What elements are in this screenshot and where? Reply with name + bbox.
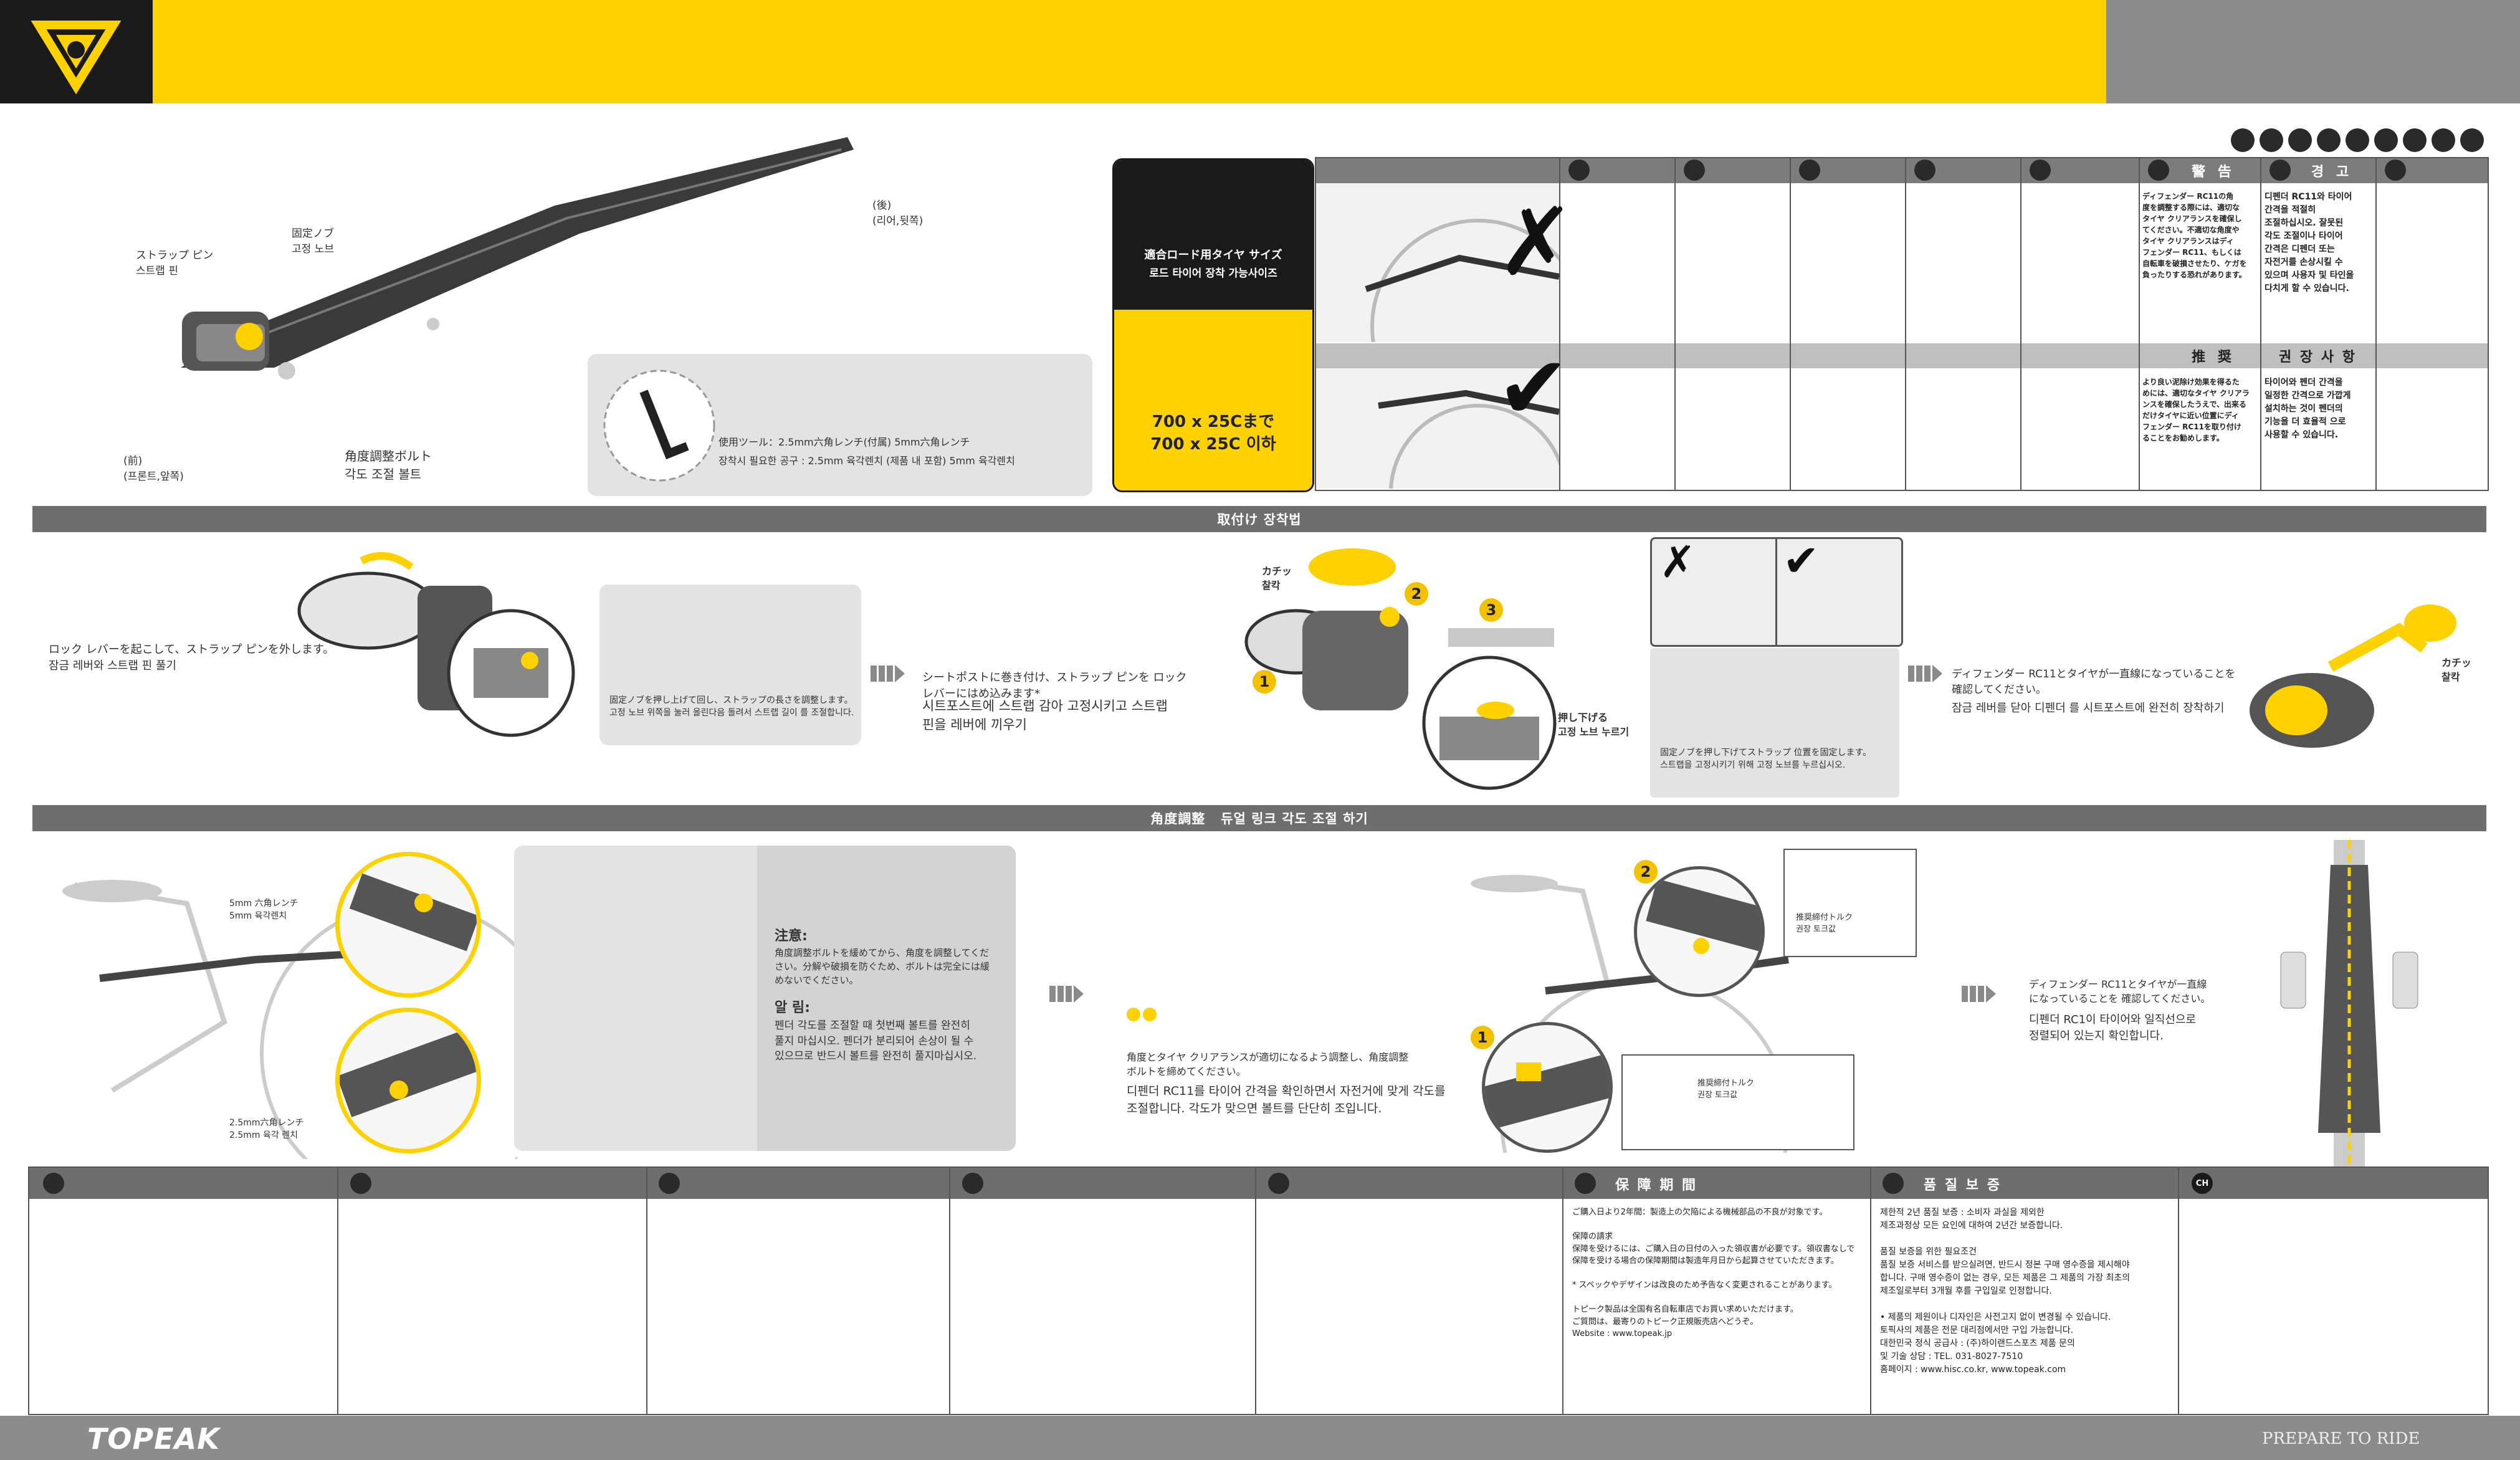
strap-adjust-text: 固定ノブを押し上げて回し、ストラップの長さを調整します。 고정 노브 위쪽을 눌… [609, 695, 854, 718]
next-arrow-3-icon [1049, 985, 1084, 1003]
step-1-badge: 1 [1253, 670, 1276, 694]
footer-tagline: PREPARE TO RIDE [2262, 1429, 2420, 1448]
rec-kr-body: 타이어와 펜더 간격을 일정한 간격으로 가깝게 설치하는 것이 펜더의 기능을… [2265, 378, 2351, 440]
click-label-2: カチッ 찰칵 [2441, 657, 2472, 684]
install-step2-kr: 시트포스트에 스트랩 감아 고정시키고 스트랩 핀을 레버에 끼우기 [922, 699, 1168, 733]
note-jp: 角度調整ボルトを緩めてから、角度を調整してくだ さい。分解や破損を防ぐため、ボル… [775, 947, 990, 986]
zoom-circle-top [335, 852, 481, 998]
angle-band-jp: 角度調整 [1150, 811, 1206, 826]
knob-lock-box: 固定ノブを押し下げてストラップ 位置を固定します。 스트랩을 고정시키기 위해 … [1650, 648, 1899, 798]
tool-box: 使用ツール：2.5mm六角レンチ(付属) 5mm六角レンチ 장착시 필요한 공구… [588, 354, 1092, 496]
strap-adjust-box: 固定ノブを押し上げて回し、ストラップの長さを調整します。 고정 노브 위쪽을 눌… [599, 584, 861, 745]
strap-mount-illustration [1244, 548, 1408, 710]
label-strap-pin: ストラップ ピン 스트랩 핀 [136, 249, 214, 277]
adjust-kr: 디펜더 RC11를 타이어 간격을 확인하면서 자전거에 맞게 각도를 조절합니… [1127, 1084, 1446, 1115]
knob-lock-text: 固定ノブを押し下げてストラップ 位置を固定します。 스트랩을 고정시키기 위해 … [1660, 748, 1872, 771]
footer-logo: TOPEAK [87, 1422, 220, 1456]
angle-step-1-badge: 1 [1471, 1026, 1494, 1049]
rec-jp-body: より良い泥除け効果を得るた めには、適切なタイヤ クリアラ ンスを確保したうえで… [2142, 378, 2250, 442]
next-arrow-2-icon [1908, 665, 1942, 682]
top-view-illustration [2280, 840, 2418, 1170]
topeak-logo-icon [31, 21, 122, 95]
header-yellow-bar [153, 0, 2106, 103]
step-3-badge: 3 [1479, 598, 1503, 622]
label-front: (前) (프론트,앞쪽) [123, 455, 184, 483]
warranty-kr-text: 제한적 2년 품질 보증 : 소비자 과실을 제외한 제조과정상 모든 요인에 … [1880, 1208, 2131, 1375]
footer-table: CH 保 障 期 間 품 질 보 증 ご購入日より2年間：製造上の欠陥による機械… [28, 1167, 2489, 1415]
tire-title-kr: 로드 타이어 장착 가능사이즈 [1149, 267, 1277, 280]
correct-mark-icon: ✔ [1497, 338, 1570, 439]
warn-kr-body: 디펜더 RC11와 타이어 간격을 적절히 조절하십시오. 잘못된 각도 조절이… [2265, 192, 2354, 293]
label-rear: (後) (리어,뒷쪽) [872, 199, 924, 227]
tool-text-kr: 장착시 필요한 공구 : 2.5mm 육각렌치 (제품 내 포함) 5mm 육각… [718, 455, 1015, 467]
bike-correct-illustration [1316, 368, 1559, 489]
bike-wrong-illustration [1316, 183, 1559, 342]
warn-jp-body: ディフェンダー RC11の角 度を調整する際には、適切な タイヤ クリアランスを… [2142, 192, 2247, 279]
step-2-badge: 2 [1405, 582, 1428, 606]
note-title-kr: 알 림: [775, 1000, 810, 1016]
zoom-circle-2 [1634, 866, 1765, 997]
knob-compare-panel: ✗ ✔ [1650, 537, 1903, 647]
warn-jp-head: 警 告 [2192, 165, 2235, 180]
rec-kr-head: 권 장 사 항 [2279, 350, 2357, 365]
torque-box-2: 推奨締付トルク 권장 토크값 [1621, 1054, 1854, 1150]
wrench-25mm-label: 2.5mm六角レンチ 2.5mm 육각 렌치 [229, 1118, 304, 1141]
fender-illustration [181, 137, 854, 379]
install-step1: ロック レバーを起こして、ストラップ ピンを外します。 잠금 레버와 스트랩 핀… [49, 643, 335, 673]
next-arrow-4-icon [1962, 985, 1996, 1003]
header-gray-bar [2106, 0, 2520, 103]
rec-jp-head: 推 奨 [2192, 350, 2235, 365]
logo-block [0, 0, 153, 103]
note-title-jp: 注意: [775, 928, 808, 944]
warranty-kr-title: 품 질 보 증 [1924, 1178, 2002, 1193]
tire-size-jp: 700 x 25Cまで [1152, 413, 1275, 431]
warn-kr-head: 경 고 [2311, 165, 2353, 180]
torque-label-2: 推奨締付トルク 권장 토크값 [1697, 1079, 1755, 1100]
tool-text-jp: 使用ツール：2.5mm六角レンチ(付属) 5mm六角レンチ [718, 436, 970, 448]
adjust-jp: 角度とタイヤ クリアランスが適切になるよう調整し、角度調整 ボルトを締めてくださ… [1127, 1051, 1409, 1078]
click-label: カチッ 찰칵 [1262, 565, 1292, 592]
zoom-circle-bottom [335, 1008, 481, 1153]
install-step3-kr: 잠금 레버를 닫아 디펜더 를 시트포스트에 완전히 장착하기 [1952, 702, 2225, 715]
warranty-jp-title: 保 障 期 間 [1615, 1178, 1697, 1193]
torque-label-1: 推奨締付トルク 권장 토크값 [1796, 913, 1853, 934]
step-3-bar [1448, 628, 1554, 647]
wrench-5mm-label: 5mm 六角レンチ 5mm 육각렌치 [229, 899, 298, 922]
install-step2-jp: シートポストに巻き付け、ストラップ ピンを ロック レバーにはめ込みます* [922, 671, 1187, 701]
footer-bar: TOPEAK PREPARE TO RIDE [0, 1416, 2520, 1460]
tire-size-box: 適合ロード用タイヤ サイズ 로드 타이어 장착 가능사이즈 700 x 25Cま… [1112, 158, 1314, 492]
tire-title-jp: 適合ロード用タイヤ サイズ [1144, 249, 1282, 262]
next-arrow-icon [871, 665, 905, 682]
knob-correct-icon: ✔ [1783, 535, 1820, 586]
knob-push-illustration [1422, 656, 1557, 790]
final-jp: ディフェンダー RC11とタイヤが一直線 になっていることを 確認してください。 [2029, 978, 2211, 1005]
push-down-label: 押し下げる 고정 노브 누르기 [1558, 712, 1630, 738]
lever-open-illustration [297, 552, 575, 737]
warning-table: 警 告 경 고 推 奨 권 장 사 항 ディフェンダー RC11の角 度を調整す… [1315, 157, 2489, 491]
label-fixed-knob: 固定ノブ 고정 노브 [292, 227, 334, 255]
torque-box-1: 推奨締付トルク 권장 토크값 [1783, 849, 1917, 957]
lever-close-illustration [2250, 604, 2456, 748]
angle-band-kr: 듀얼 링크 각도 조절 하기 [1221, 811, 1368, 826]
install-band: 取付け 장착법 [32, 506, 2486, 532]
install-band-kr: 장착법 [1263, 512, 1302, 527]
note-kr: 펜더 각도를 조절할 때 첫번째 볼트를 완전히 풀지 마십시오. 펜더가 분리… [775, 1019, 977, 1063]
hex-wrench-icon [603, 370, 715, 482]
knob-wrong-icon: ✗ [1659, 537, 1696, 588]
ch-badge: CH [2192, 1173, 2213, 1194]
angle-band: 角度調整 듀얼 링크 각도 조절 하기 [32, 805, 2486, 831]
install-band-jp: 取付け [1217, 512, 1259, 527]
final-kr: 디펜더 RC1이 타이어와 일직선으로 정렬되어 있는지 확인합니다. [2029, 1013, 2197, 1043]
angle-step-2-badge: 2 [1634, 860, 1658, 884]
angle-note-box: 注意: 角度調整ボルトを緩めてから、角度を調整してくだ さい。分解や破損を防ぐた… [514, 846, 1016, 1151]
warranty-jp-text: ご購入日より2年間：製造上の欠陥による機械部品の不良が対象です。 保障の請求 保… [1572, 1208, 1855, 1338]
tire-size-kr: 700 x 25C 이하 [1150, 435, 1276, 454]
wrong-mark-icon: ✗ [1497, 188, 1575, 297]
zoom-circle-1 [1482, 1022, 1613, 1153]
install-step3-jp: ディフェンダー RC11とタイヤが一直線になっていることを 確認してください。 [1952, 668, 2236, 696]
yellow-dots-icon [1127, 1008, 1157, 1021]
label-angle-bolt: 角度調整ボルト 각도 조절 볼트 [345, 449, 432, 482]
